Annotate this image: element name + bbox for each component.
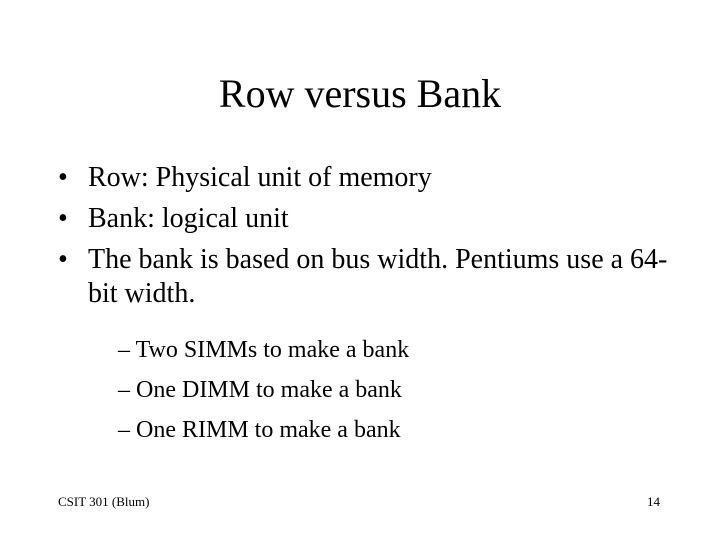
bullet-text: Row: Physical unit of memory (88, 162, 432, 193)
slide-title: Row versus Bank (218, 71, 502, 116)
page-number: 14 (647, 494, 660, 509)
bullet-item: • Bank: logical unit (58, 202, 678, 236)
bullet-marker: • (58, 162, 68, 193)
subbullet-list: – Two SIMMs to make a bank – One DIMM to… (118, 336, 678, 456)
bullet-list: • Row: Physical unit of memory • Bank: l… (58, 161, 678, 318)
subbullet-item: – One RIMM to make a bank (118, 417, 401, 443)
footer-course: CSIT 301 (Blum) (58, 494, 150, 509)
bullet-marker: • (58, 244, 68, 275)
bullet-text: The bank is based on bus width. Pentiums… (88, 244, 668, 309)
bullet-text: Bank: logical unit (88, 203, 289, 234)
subbullet-item: – Two SIMMs to make a bank (118, 337, 410, 363)
bullet-item: • Row: Physical unit of memory (58, 161, 678, 195)
bullet-marker: • (58, 203, 68, 234)
subbullet-item: – One DIMM to make a bank (118, 377, 402, 403)
bullet-item: • The bank is based on bus width. Pentiu… (58, 243, 678, 311)
